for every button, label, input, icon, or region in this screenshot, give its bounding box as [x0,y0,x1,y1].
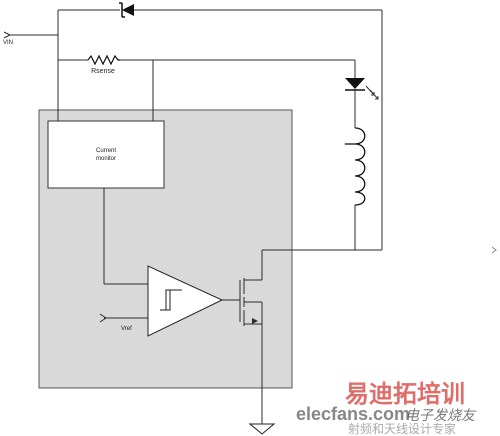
led-icon [345,78,379,100]
watermark-en: elecfans.com [296,404,410,424]
current-monitor-label-2: monitor [96,156,116,162]
inductor-icon [344,127,366,206]
current-monitor-block [47,120,165,189]
vref-label: Vref [121,326,132,332]
current-monitor-label-1: Current [96,148,116,154]
vin-label: VIN [3,40,13,46]
comparator-icon [147,265,224,337]
watermark: 易迪拓培训 elecfans.com 电子发烧友 射频和天线设计专家 [296,380,477,436]
right-edge-mark [491,246,497,254]
watermark-cn-script: 电子发烧友 [405,408,477,424]
mosfet-source-arrow [252,318,258,324]
watermark-cn-bottom: 射频和天线设计专家 [348,421,456,436]
watermark-cn-top: 易迪拓培训 [345,380,465,408]
ground-icon [248,423,276,435]
vin-input-arrow-icon [3,31,12,39]
schottky-diode-icon [119,2,134,18]
wires [10,9,383,424]
rsense-resistor-icon [87,54,120,66]
rsense-label: Rsense [91,68,115,75]
vref-input-arrow-icon [99,313,107,323]
